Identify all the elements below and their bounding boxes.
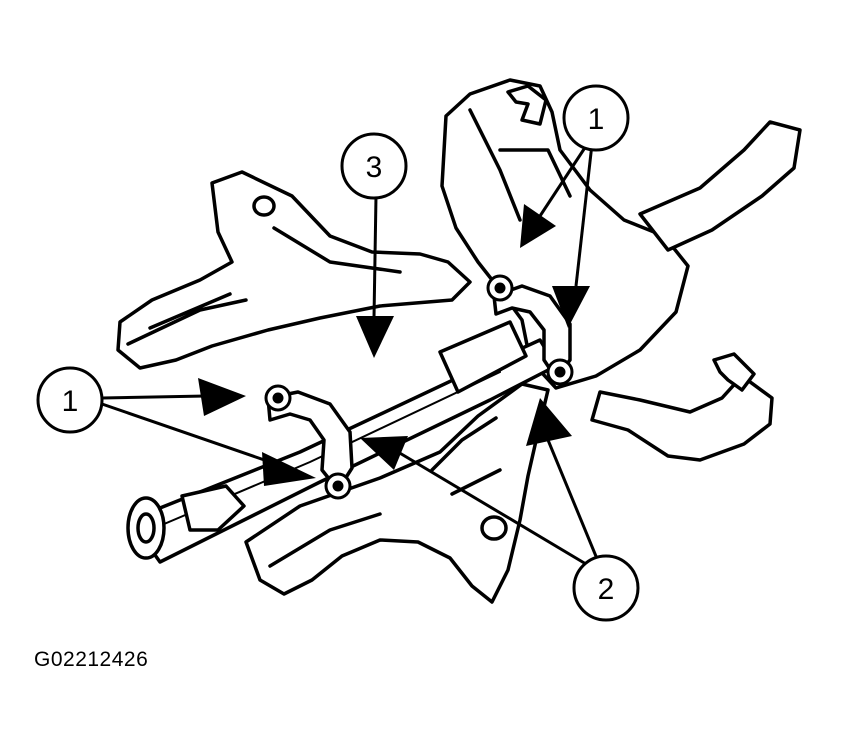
arrowhead: [262, 452, 316, 486]
right-lower-bracket: [590, 374, 774, 462]
callout-label: 3: [366, 151, 383, 184]
clamp-bolt: [554, 366, 566, 378]
bracket-hook: [712, 352, 756, 392]
arrowhead: [356, 316, 394, 358]
arrowhead: [526, 398, 572, 446]
clamp-bolt: [272, 392, 284, 404]
callouts: 1 1 2 3: [36, 84, 640, 622]
shaft-bearing-sleeve: [438, 320, 528, 394]
clamp-bolt: [332, 480, 344, 492]
arrowhead: [198, 378, 246, 416]
callout-1-upper-right: 1: [562, 84, 630, 152]
shaft-spline: [180, 484, 246, 532]
mounting-hole: [252, 195, 276, 217]
bracket-rib: [126, 226, 402, 346]
clamp-bolt: [494, 282, 506, 294]
callout-3: 3: [340, 132, 408, 200]
callout-1-left: 1: [36, 366, 104, 434]
callout-2: 2: [572, 554, 640, 622]
callout-label: 2: [598, 573, 615, 606]
bracket-hook: [506, 84, 548, 126]
leader-lines: [101, 139, 602, 572]
callout-label: 1: [62, 385, 79, 418]
left-mounting-bracket: [116, 170, 472, 370]
lower-mounting-bracket: [244, 382, 550, 604]
arrowhead: [520, 204, 556, 248]
arrowhead: [360, 436, 408, 470]
tilt-lever: [638, 120, 802, 252]
arrowhead: [552, 286, 590, 328]
mounting-hole: [480, 515, 508, 541]
callout-label: 1: [588, 103, 605, 136]
shaft-bore: [136, 512, 156, 544]
right-upper-bracket: [440, 78, 690, 390]
figure-id-label: G02212426: [34, 648, 149, 671]
clamp-bolts: [264, 274, 574, 500]
arrowheads: [198, 204, 590, 486]
